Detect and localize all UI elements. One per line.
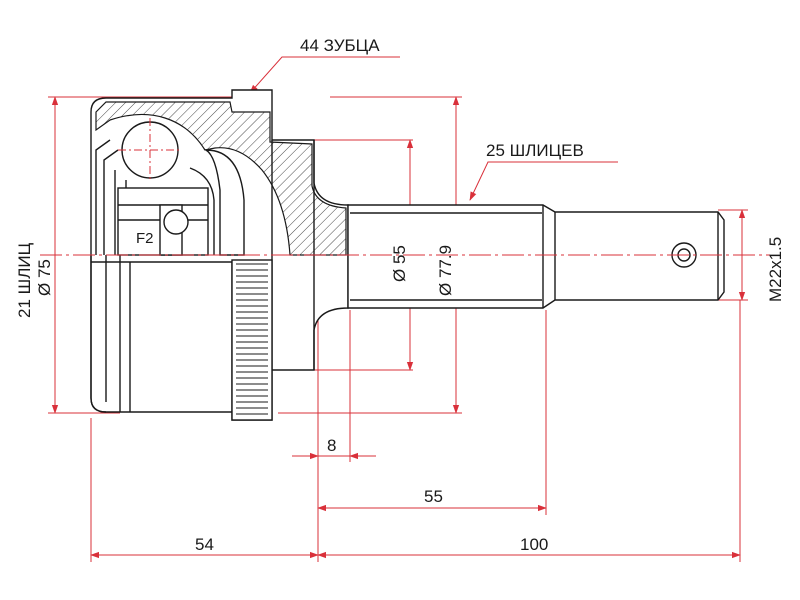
inner-splines-label: 21 ШЛИЦ bbox=[15, 242, 34, 318]
teeth-label: 44 ЗУБЦА bbox=[300, 36, 380, 55]
outer-splines-label: 25 ШЛИЦЕВ bbox=[486, 141, 584, 160]
dim-shaft-length: 55 bbox=[424, 487, 443, 506]
dim-total-length: 100 bbox=[520, 535, 548, 554]
abs-ring bbox=[231, 259, 273, 421]
diameter-shaft-label: Ø 55 bbox=[390, 245, 409, 282]
shaft bbox=[347, 204, 725, 309]
marker-label: F2 bbox=[136, 230, 154, 247]
diameter-spline-label: Ø 77.9 bbox=[436, 245, 455, 296]
dim-body-length: 54 bbox=[195, 535, 214, 554]
diameter-outer-label: Ø 75 bbox=[35, 259, 54, 296]
dim-shoulder: 8 bbox=[327, 436, 336, 455]
thread-label: M22x1.5 bbox=[766, 237, 785, 302]
